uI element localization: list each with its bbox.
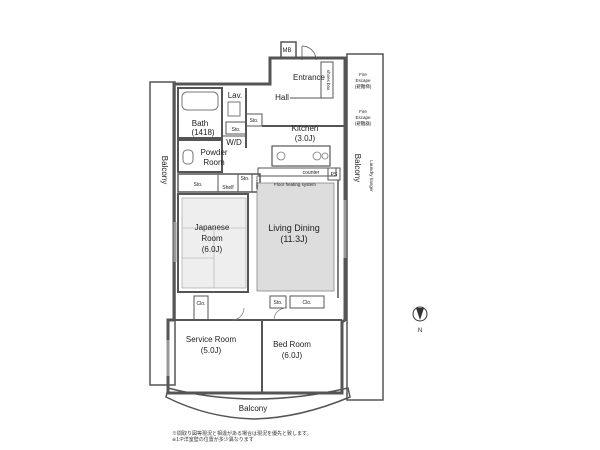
label-powder-1: Powder bbox=[200, 148, 227, 157]
label-japanese-1: Japanese bbox=[195, 223, 230, 232]
bath-room bbox=[177, 87, 223, 139]
label-entrance: Entrance bbox=[293, 73, 326, 82]
clo-bed-box bbox=[289, 295, 325, 309]
mb-closet bbox=[280, 41, 297, 59]
label-balcony-right: Balcony bbox=[353, 154, 362, 182]
label-counter: counter bbox=[303, 170, 320, 176]
clo-service-box bbox=[193, 295, 209, 321]
kitchen-counter-top bbox=[271, 145, 331, 167]
label-living-size: (11.3J) bbox=[280, 234, 307, 244]
japanese-room bbox=[177, 193, 249, 293]
compass bbox=[412, 306, 428, 322]
stove-burner-2 bbox=[312, 151, 322, 161]
footnote-line-1: ※間取り図等現況と相違がある場合は現況を優先と致します。 bbox=[172, 431, 312, 437]
label-bed-size: (6.0J) bbox=[282, 351, 303, 360]
label-fire-escape-1b: Escape bbox=[355, 78, 371, 83]
label-wd: W/D bbox=[226, 138, 242, 147]
label-compass-north: N bbox=[418, 328, 422, 334]
label-fire-escape-2c: (避難器) bbox=[355, 120, 372, 127]
label-bath-size: (1418) bbox=[191, 128, 214, 137]
label-lav: Lav. bbox=[228, 91, 243, 100]
label-sto-small: Sto. bbox=[241, 176, 250, 182]
ps-box bbox=[327, 167, 341, 181]
label-sto-shelf: Sto. bbox=[194, 182, 203, 188]
label-fire-escape-1a: Fire bbox=[359, 72, 367, 77]
label-ps: PS bbox=[331, 172, 338, 178]
exterior-walls bbox=[166, 56, 347, 395]
label-sto-bath: Sto. bbox=[232, 127, 241, 133]
compass-needle bbox=[416, 308, 424, 320]
entrance-door-arc bbox=[301, 45, 317, 61]
label-fire-escape-1c: (避難梯) bbox=[355, 83, 372, 90]
balcony-left-outline bbox=[149, 81, 176, 386]
sto-bed-box bbox=[269, 295, 287, 309]
label-laundry-hanger: Laundry hanger bbox=[369, 160, 374, 192]
stove-burner-1 bbox=[276, 151, 286, 161]
living-floor-heating bbox=[256, 182, 335, 292]
label-japanese-2: Room bbox=[201, 234, 223, 243]
label-powder-2: Room bbox=[203, 158, 225, 167]
label-kitchen: Kitchen bbox=[292, 124, 319, 133]
label-fire-escape-2b: Escape bbox=[355, 115, 371, 120]
label-balcony-bottom: Balcony bbox=[239, 404, 267, 413]
footnotes: ※間取り図等現況と相違がある場合は現況を優先と致します。 ※1:P洋室壁の位置が… bbox=[172, 431, 472, 443]
label-counter-vertical: counter bbox=[255, 176, 260, 190]
label-bed-room: Bed Room bbox=[273, 340, 311, 349]
label-service-room: Service Room bbox=[186, 335, 237, 344]
label-sto-hall: Sto. bbox=[250, 118, 259, 124]
label-living: Living Dining bbox=[268, 223, 320, 233]
label-service-size: (5.0J) bbox=[201, 346, 222, 355]
label-shoes-box: shoes box bbox=[326, 70, 331, 91]
stove-burner-3 bbox=[321, 152, 329, 160]
sto-bath-box bbox=[225, 121, 247, 135]
label-fire-escape-2a: Fire bbox=[359, 109, 367, 114]
compass-ring bbox=[412, 306, 428, 322]
label-japanese-size: (6.0J) bbox=[202, 245, 223, 254]
label-mb: MB bbox=[283, 48, 292, 54]
kitchen-counter-bar bbox=[257, 167, 337, 177]
bed-door-arc bbox=[273, 307, 287, 321]
balcony-bottom-outline bbox=[165, 387, 351, 420]
label-bath: Bath bbox=[192, 119, 208, 128]
lav-basin bbox=[227, 101, 241, 117]
toilet bbox=[182, 149, 194, 165]
service-door-arc bbox=[231, 307, 245, 321]
label-hall: Hall bbox=[275, 93, 289, 102]
label-kitchen-size: (3.0J) bbox=[295, 134, 316, 143]
label-sto-bed: Sto. bbox=[274, 300, 283, 306]
label-shelf: Shelf bbox=[222, 185, 234, 191]
label-balcony-left: Balcony bbox=[160, 156, 169, 184]
footnote-line-2: ※1:P洋室壁の位置が多少異なります bbox=[172, 437, 254, 443]
balcony-right-outline bbox=[346, 53, 384, 401]
powder-room bbox=[177, 139, 223, 173]
label-clo-bed: Clo. bbox=[303, 300, 312, 306]
label-floor-heating: Floor heating system bbox=[274, 182, 316, 187]
label-clo-service: Clo. bbox=[197, 301, 206, 307]
bathtub bbox=[181, 91, 219, 111]
sto-hall-box bbox=[245, 113, 263, 127]
